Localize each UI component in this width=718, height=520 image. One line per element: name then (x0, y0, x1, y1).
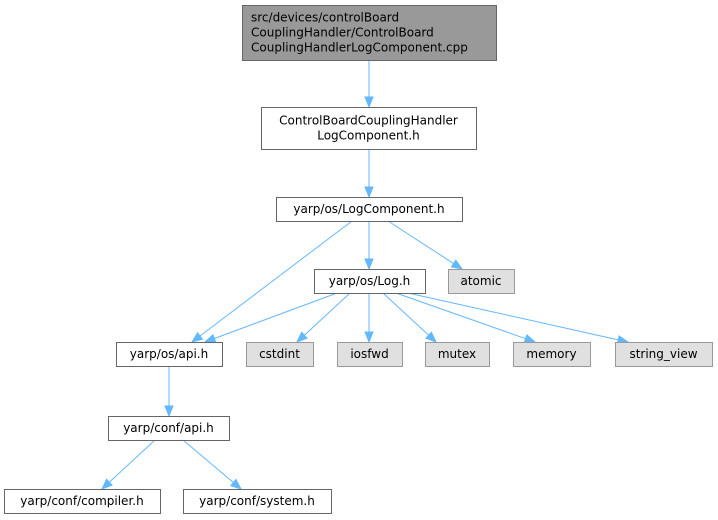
node-cstdint[interactable]: cstdint (246, 342, 314, 367)
edge-line (109, 439, 156, 483)
node-logcomponent-h[interactable]: yarp/os/LogComponent.h (276, 197, 463, 222)
nodes-layer: src/devices/controlBoardCouplingHandler/… (4, 5, 713, 514)
node-box[interactable] (425, 342, 490, 367)
edge-root-to-cbch_log_h (364, 60, 374, 109)
node-box[interactable] (183, 489, 332, 514)
edge-line (199, 220, 353, 337)
arrowhead-icon (364, 331, 374, 344)
node-box[interactable] (116, 342, 223, 367)
node-system-h[interactable]: yarp/conf/system.h (183, 489, 332, 514)
node-atomic[interactable]: atomic (448, 269, 515, 294)
edge-os_api_h-to-conf_api_h (164, 366, 174, 418)
node-label: CouplingHandler/ControlBoard (251, 26, 434, 40)
node-iosfwd[interactable]: iosfwd (337, 342, 403, 367)
node-string-view[interactable]: string_view (615, 342, 713, 367)
edge-line (182, 439, 234, 483)
edge-line (304, 292, 351, 336)
node-label: iosfwd (350, 347, 388, 361)
node-box[interactable] (448, 269, 515, 294)
edge-logcomponent_h-to-atomic (387, 220, 464, 270)
arrowhead-icon (523, 334, 537, 343)
edges-layer (101, 60, 630, 490)
node-memory[interactable]: memory (513, 342, 591, 367)
node-conf-api-h[interactable]: yarp/conf/api.h (108, 416, 230, 441)
arrowhead-icon (364, 186, 374, 199)
arrowhead-icon (364, 258, 374, 271)
node-log-h[interactable]: yarp/os/Log.h (314, 269, 426, 294)
arrowhead-icon (296, 331, 308, 343)
node-label: memory (526, 347, 576, 361)
node-box[interactable] (4, 489, 161, 514)
node-label: yarp/os/api.h (130, 347, 208, 361)
node-box[interactable] (337, 342, 403, 367)
edge-line (387, 220, 454, 264)
edge-logcomponent_h-to-os_api_h (190, 220, 353, 343)
node-label: atomic (460, 274, 501, 288)
arrowhead-icon (450, 259, 464, 270)
arrowhead-icon (425, 331, 437, 343)
node-label: cstdint (259, 347, 300, 361)
node-box[interactable] (246, 342, 314, 367)
node-box[interactable] (261, 107, 477, 150)
node-box[interactable] (108, 416, 230, 441)
edge-cbch_log_h-to-logcomponent_h (364, 149, 374, 199)
arrowhead-icon (164, 405, 174, 418)
node-os-api-h[interactable]: yarp/os/api.h (116, 342, 223, 367)
edge-logcomponent_h-to-log_h (364, 221, 374, 271)
edge-log_h-to-mutex (382, 292, 437, 343)
node-cbch-log-h[interactable]: ControlBoardCouplingHandlerLogComponent.… (261, 107, 477, 150)
node-label: ControlBoardCouplingHandler (279, 114, 458, 128)
arrowhead-icon (203, 333, 217, 343)
arrowhead-icon (364, 96, 374, 109)
node-label: yarp/conf/compiler.h (20, 494, 143, 508)
node-box[interactable] (242, 5, 497, 61)
node-box[interactable] (314, 269, 426, 294)
edge-log_h-to-cstdint (296, 292, 351, 343)
arrowhead-icon (229, 478, 243, 490)
edge-line (395, 292, 526, 340)
node-box[interactable] (615, 342, 713, 367)
node-label: string_view (629, 347, 697, 361)
node-box[interactable] (513, 342, 591, 367)
node-label: yarp/os/LogComponent.h (293, 202, 444, 216)
edge-line (214, 292, 338, 339)
edge-log_h-to-iosfwd (364, 293, 374, 344)
node-label: mutex (438, 347, 476, 361)
arrowhead-icon (190, 331, 204, 343)
node-box[interactable] (276, 197, 463, 222)
edge-conf_api_h-to-compiler_h (101, 439, 156, 490)
edge-line (407, 292, 619, 341)
node-label: src/devices/controlBoard (251, 11, 399, 25)
edge-log_h-to-memory (395, 292, 537, 343)
node-mutex[interactable]: mutex (425, 342, 490, 367)
edge-conf_api_h-to-system_h (182, 439, 243, 490)
node-compiler-h[interactable]: yarp/conf/compiler.h (4, 489, 161, 514)
node-root[interactable]: src/devices/controlBoardCouplingHandler/… (242, 5, 497, 61)
node-label: yarp/conf/system.h (199, 494, 315, 508)
edge-line (382, 292, 429, 336)
arrowhead-icon (101, 478, 113, 490)
node-label: yarp/os/Log.h (329, 274, 411, 288)
node-label: LogComponent.h (317, 129, 420, 143)
node-label: CouplingHandlerLogComponent.cpp (251, 41, 468, 55)
node-label: yarp/conf/api.h (123, 421, 214, 435)
